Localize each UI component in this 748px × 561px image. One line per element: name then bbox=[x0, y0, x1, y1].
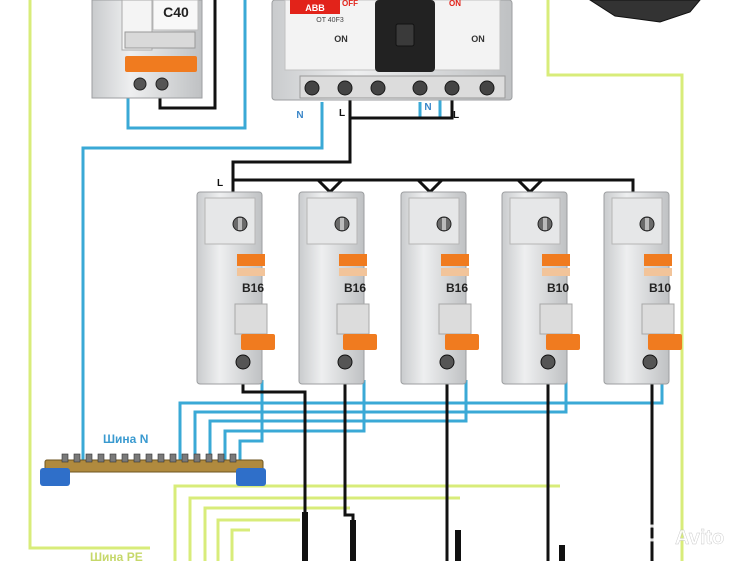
neutral-wires bbox=[81, 0, 664, 465]
neutral-busbar bbox=[40, 453, 266, 486]
load-switch: ABB OFF ON OT 40F3 ON ON bbox=[271, 0, 513, 101]
switch-mark-right: ON bbox=[449, 0, 461, 8]
main-breaker-terminal-2 bbox=[155, 77, 169, 91]
neutral-busbar-label: Шина N bbox=[103, 432, 148, 446]
switch-model: OT 40F3 bbox=[316, 17, 344, 24]
watermark: Avito bbox=[643, 521, 724, 549]
breaker-3: B16 bbox=[400, 191, 479, 385]
breaker-1-handle bbox=[241, 334, 275, 350]
neutral-busbar-cap-right bbox=[236, 468, 266, 486]
breaker-2-handle bbox=[343, 334, 377, 350]
terminal-label-l-bus: L bbox=[217, 178, 223, 189]
main-breaker-handle bbox=[125, 56, 197, 72]
main-breaker-rating: C40 bbox=[163, 4, 189, 20]
breaker-5-handle bbox=[648, 334, 682, 350]
breaker-1: B16 bbox=[196, 191, 275, 385]
switch-on-right: ON bbox=[471, 34, 485, 44]
switch-terminals bbox=[304, 80, 495, 96]
terminal-label-l-right: L bbox=[453, 110, 459, 121]
terminal-label-n-left: N bbox=[296, 110, 303, 121]
breaker-5-rating: B10 bbox=[649, 281, 671, 295]
breaker-3-rating: B16 bbox=[446, 281, 468, 295]
breaker-4-handle bbox=[546, 334, 580, 350]
breaker-5: B10 bbox=[603, 191, 682, 385]
line-wires bbox=[158, 0, 654, 561]
breaker-1-rating: B16 bbox=[242, 281, 264, 295]
line-wire-ends bbox=[302, 512, 565, 561]
main-breaker-terminal-1 bbox=[133, 77, 147, 91]
switch-mark-left: OFF bbox=[342, 0, 358, 8]
main-breaker: C40 bbox=[91, 0, 203, 99]
terminal-label-n-right: N bbox=[424, 102, 431, 113]
breaker-4-rating: B10 bbox=[547, 281, 569, 295]
breaker-4: B10 bbox=[501, 191, 580, 385]
switch-on-left: ON bbox=[334, 34, 348, 44]
top-right-device bbox=[589, 0, 701, 23]
terminal-label-l-left: L bbox=[339, 108, 345, 119]
switch-brand-plate bbox=[290, 0, 340, 14]
watermark-text: Avito bbox=[675, 527, 724, 549]
switch-brand: ABB bbox=[305, 3, 325, 13]
breaker-3-handle bbox=[445, 334, 479, 350]
neutral-busbar-cap-left bbox=[40, 468, 70, 486]
breaker-2: B16 bbox=[298, 191, 377, 385]
breaker-2-rating: B16 bbox=[344, 281, 366, 295]
pe-wires bbox=[28, 0, 684, 561]
pe-busbar-label: Шина PE bbox=[90, 550, 143, 561]
